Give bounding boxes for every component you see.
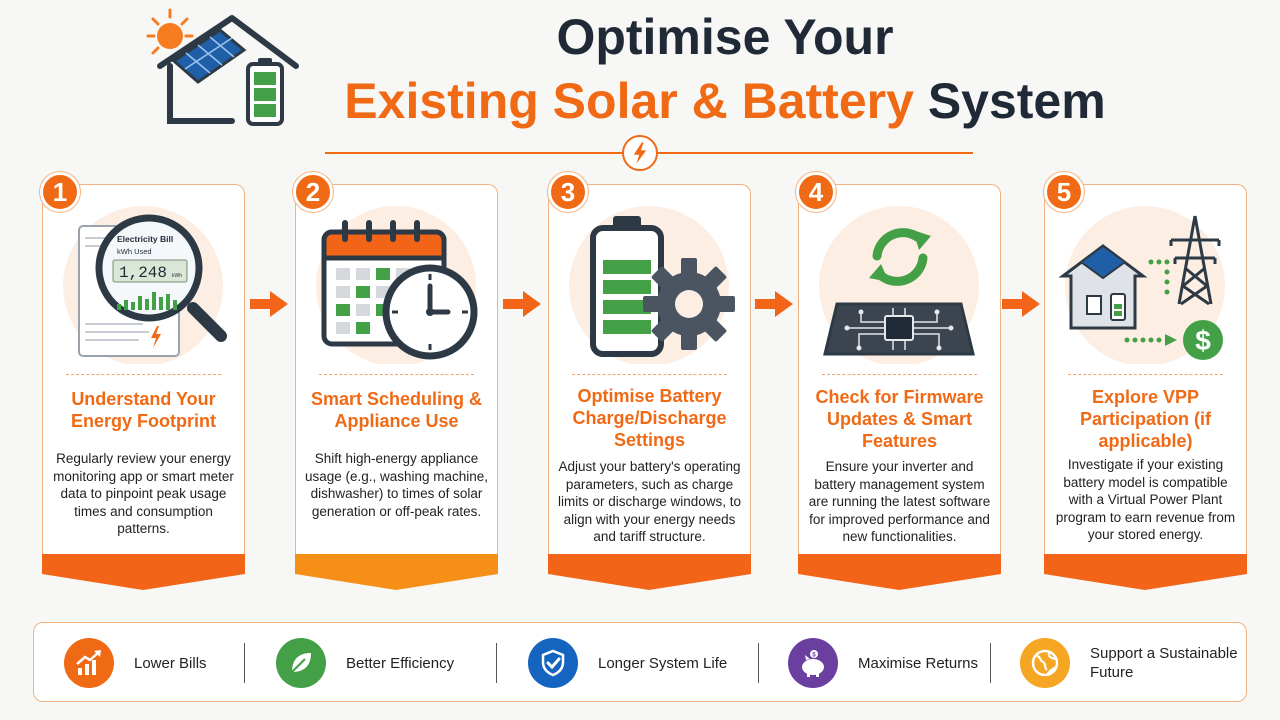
kwh-label: kWh Used — [117, 247, 152, 256]
card-chevron — [548, 554, 751, 590]
house-solar-icon — [157, 15, 299, 124]
step-number-badge: 3 — [548, 172, 588, 212]
step-description: Shift high-energy appliance usage (e.g.,… — [304, 451, 489, 519]
step-description: Adjust your battery's operating paramete… — [557, 459, 742, 544]
step-card-4: Check for Firmware Updates & Smart Featu… — [798, 184, 1001, 590]
gear-icon — [643, 258, 735, 350]
benefit-better-efficiency: Better Efficiency — [276, 637, 454, 689]
step-number-badge: 4 — [796, 172, 836, 212]
benefit-separator — [496, 643, 497, 683]
title-accent: Existing Solar & Battery — [344, 73, 914, 129]
step-card-3: Optimise Battery Charge/Discharge Settin… — [548, 184, 751, 590]
step-card-5: $ Explore VPP Participation (if applicab… — [1044, 184, 1247, 590]
step-title: Optimise Battery Charge/Discharge Settin… — [572, 386, 727, 450]
step-description: Ensure your inverter and battery managem… — [808, 459, 991, 544]
step-title: Explore VPP Participation (if applicable… — [1079, 387, 1211, 451]
benefit-lower-bills: Lower Bills — [64, 637, 207, 689]
card-separator — [319, 374, 474, 375]
dollar-icon: $ — [1183, 320, 1223, 360]
benefit-label: Maximise Returns — [858, 654, 979, 672]
svg-text:$: $ — [812, 653, 816, 659]
benefit-separator — [990, 643, 991, 683]
step-title: Understand Your Energy Footprint — [71, 389, 216, 431]
card-separator — [66, 374, 221, 375]
step-card-1: Electricity Bill kWh Used 1,248 kWh Unde… — [42, 184, 245, 590]
page-title-line-2: Existing Solar & Battery System — [300, 72, 1150, 130]
page-title-line-1: Optimise Your — [556, 9, 894, 65]
arrow-right-icon — [1002, 291, 1040, 317]
benefit-longer-system-life: Longer System Life — [528, 637, 727, 689]
hero-illustration — [146, 8, 299, 126]
house-solar-icon — [1058, 244, 1148, 330]
step-description: Regularly review your energy monitoring … — [53, 451, 234, 536]
piggy-bank-icon: $ — [788, 638, 838, 688]
step-illustration-2 — [316, 206, 478, 364]
benefit-label: Lower Bills — [134, 654, 207, 672]
step-illustration-1: Electricity Bill kWh Used 1,248 kWh — [63, 206, 227, 364]
card-separator — [822, 374, 977, 375]
step-number-badge: 5 — [1044, 172, 1084, 212]
step-number-badge: 1 — [40, 172, 80, 212]
step-number-badge: 2 — [293, 172, 333, 212]
benefits-bar: Lower Bills Better Efficiency Longer Sys… — [33, 622, 1247, 702]
battery-icon — [246, 58, 284, 126]
benefit-sustainable-future: Support a Sustainable Future — [1020, 637, 1240, 689]
benefit-separator — [244, 643, 245, 683]
benefit-separator — [758, 643, 759, 683]
benefit-maximise-returns: $ Maximise Returns — [788, 637, 978, 689]
arrow-right-icon — [250, 291, 288, 317]
title-dark: System — [927, 73, 1106, 129]
bill-label: Electricity Bill — [117, 234, 173, 244]
svg-text:$: $ — [1195, 325, 1211, 356]
card-chevron — [42, 554, 245, 590]
step-illustration-4 — [819, 206, 979, 364]
benefit-label: Better Efficiency — [346, 654, 455, 672]
meter-reading: 1,248 — [119, 264, 167, 282]
benefit-label: Support a Sustainable Future — [1090, 645, 1238, 681]
card-chevron — [1044, 554, 1247, 590]
power-tower-icon — [1169, 215, 1221, 306]
leaf-icon — [276, 638, 326, 688]
step-illustration-3 — [569, 206, 735, 364]
step-card-2: Smart Scheduling & Appliance Use Shift h… — [295, 184, 498, 590]
step-title: Smart Scheduling & Appliance Use — [310, 389, 483, 431]
card-separator — [572, 374, 727, 375]
globe-icon — [1020, 638, 1070, 688]
lightning-bolt-icon — [622, 135, 658, 171]
circuit-board-icon — [823, 302, 975, 356]
step-title: Check for Firmware Updates & Smart Featu… — [815, 387, 984, 451]
benefit-label: Longer System Life — [598, 654, 728, 672]
card-separator — [1068, 374, 1223, 375]
clock-icon — [382, 264, 478, 360]
sun-icon — [146, 8, 194, 55]
shield-check-icon — [528, 638, 578, 688]
card-chevron — [798, 554, 1001, 590]
step-description: Investigate if your existing battery mod… — [1055, 457, 1236, 542]
meter-unit: kWh — [172, 273, 182, 279]
battery-icon — [590, 216, 664, 357]
card-chevron — [295, 554, 498, 590]
arrow-right-icon — [755, 291, 793, 317]
chart-up-icon — [64, 638, 114, 688]
arrow-right-icon — [503, 291, 541, 317]
step-illustration-5: $ — [1058, 206, 1225, 364]
